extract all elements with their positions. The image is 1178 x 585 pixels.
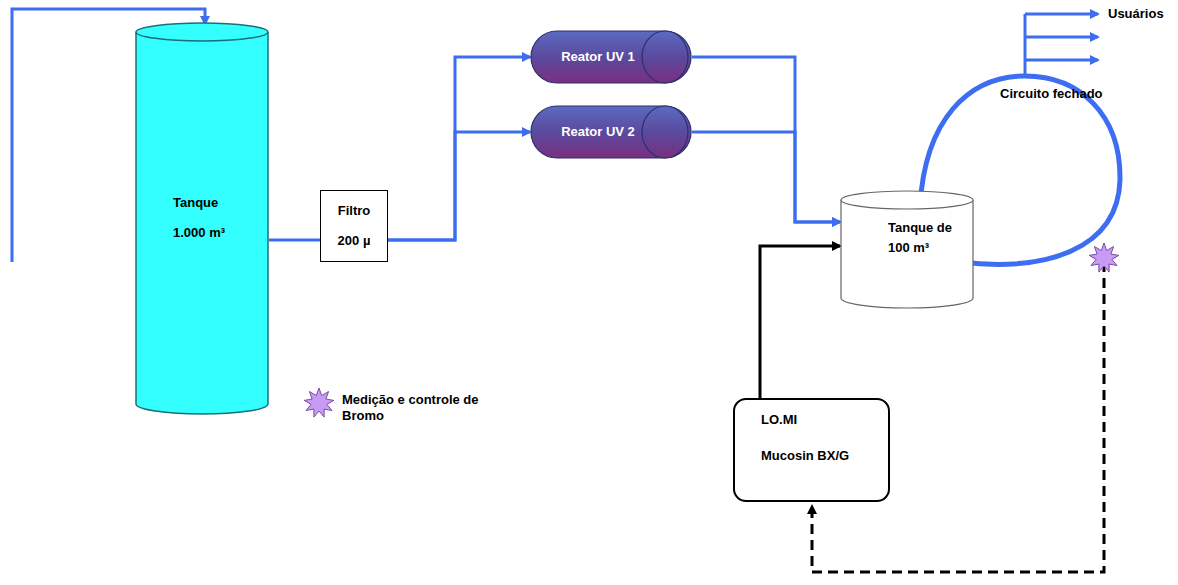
users-branch [1025,59,1098,62]
users-riser [1024,14,1027,76]
legend-star-symbol [302,386,336,420]
tank-cylinder: Tanque 1.000 m³ [135,22,269,414]
users-branch [1025,36,1098,39]
node-text: 1.000 m³ [173,225,225,241]
node-text: Tanque [173,195,218,211]
uv-reactor: Reator UV 1 [530,30,692,84]
node-text: Mucosin BX/G [761,448,849,464]
node-text: Filtro [338,203,371,219]
dosing-unit-box: LO.MI Mucosin BX/G [733,398,890,502]
users-branch [1025,13,1098,16]
node-text: LO.MI [761,412,797,428]
node-text: Tanque de 100 m³ [888,218,958,257]
water-pipe [388,132,530,240]
node-text: Reator UV 2 [561,124,635,140]
water-pipe [692,132,840,222]
legend-text: Medição e controle de Bromo [342,392,492,425]
box-outline [320,190,388,262]
bigtank-outline [135,22,269,414]
users-label: Usuários [1108,6,1164,22]
dosing-line [760,246,840,398]
node-text: 200 µ [338,233,371,249]
uv-reactor: Reator UV 2 [530,105,692,159]
tank-cylinder: Tanque de 100 m³ [840,190,974,308]
filter-box: Filtro 200 µ [320,190,388,262]
bromine-sensor-symbol [1089,243,1119,272]
loop-label: Circuito fechado [1000,86,1103,102]
node-text: Reator UV 1 [561,49,635,65]
water-pipe [692,57,840,222]
water-pipe [388,57,530,240]
water-pipe [269,239,320,242]
